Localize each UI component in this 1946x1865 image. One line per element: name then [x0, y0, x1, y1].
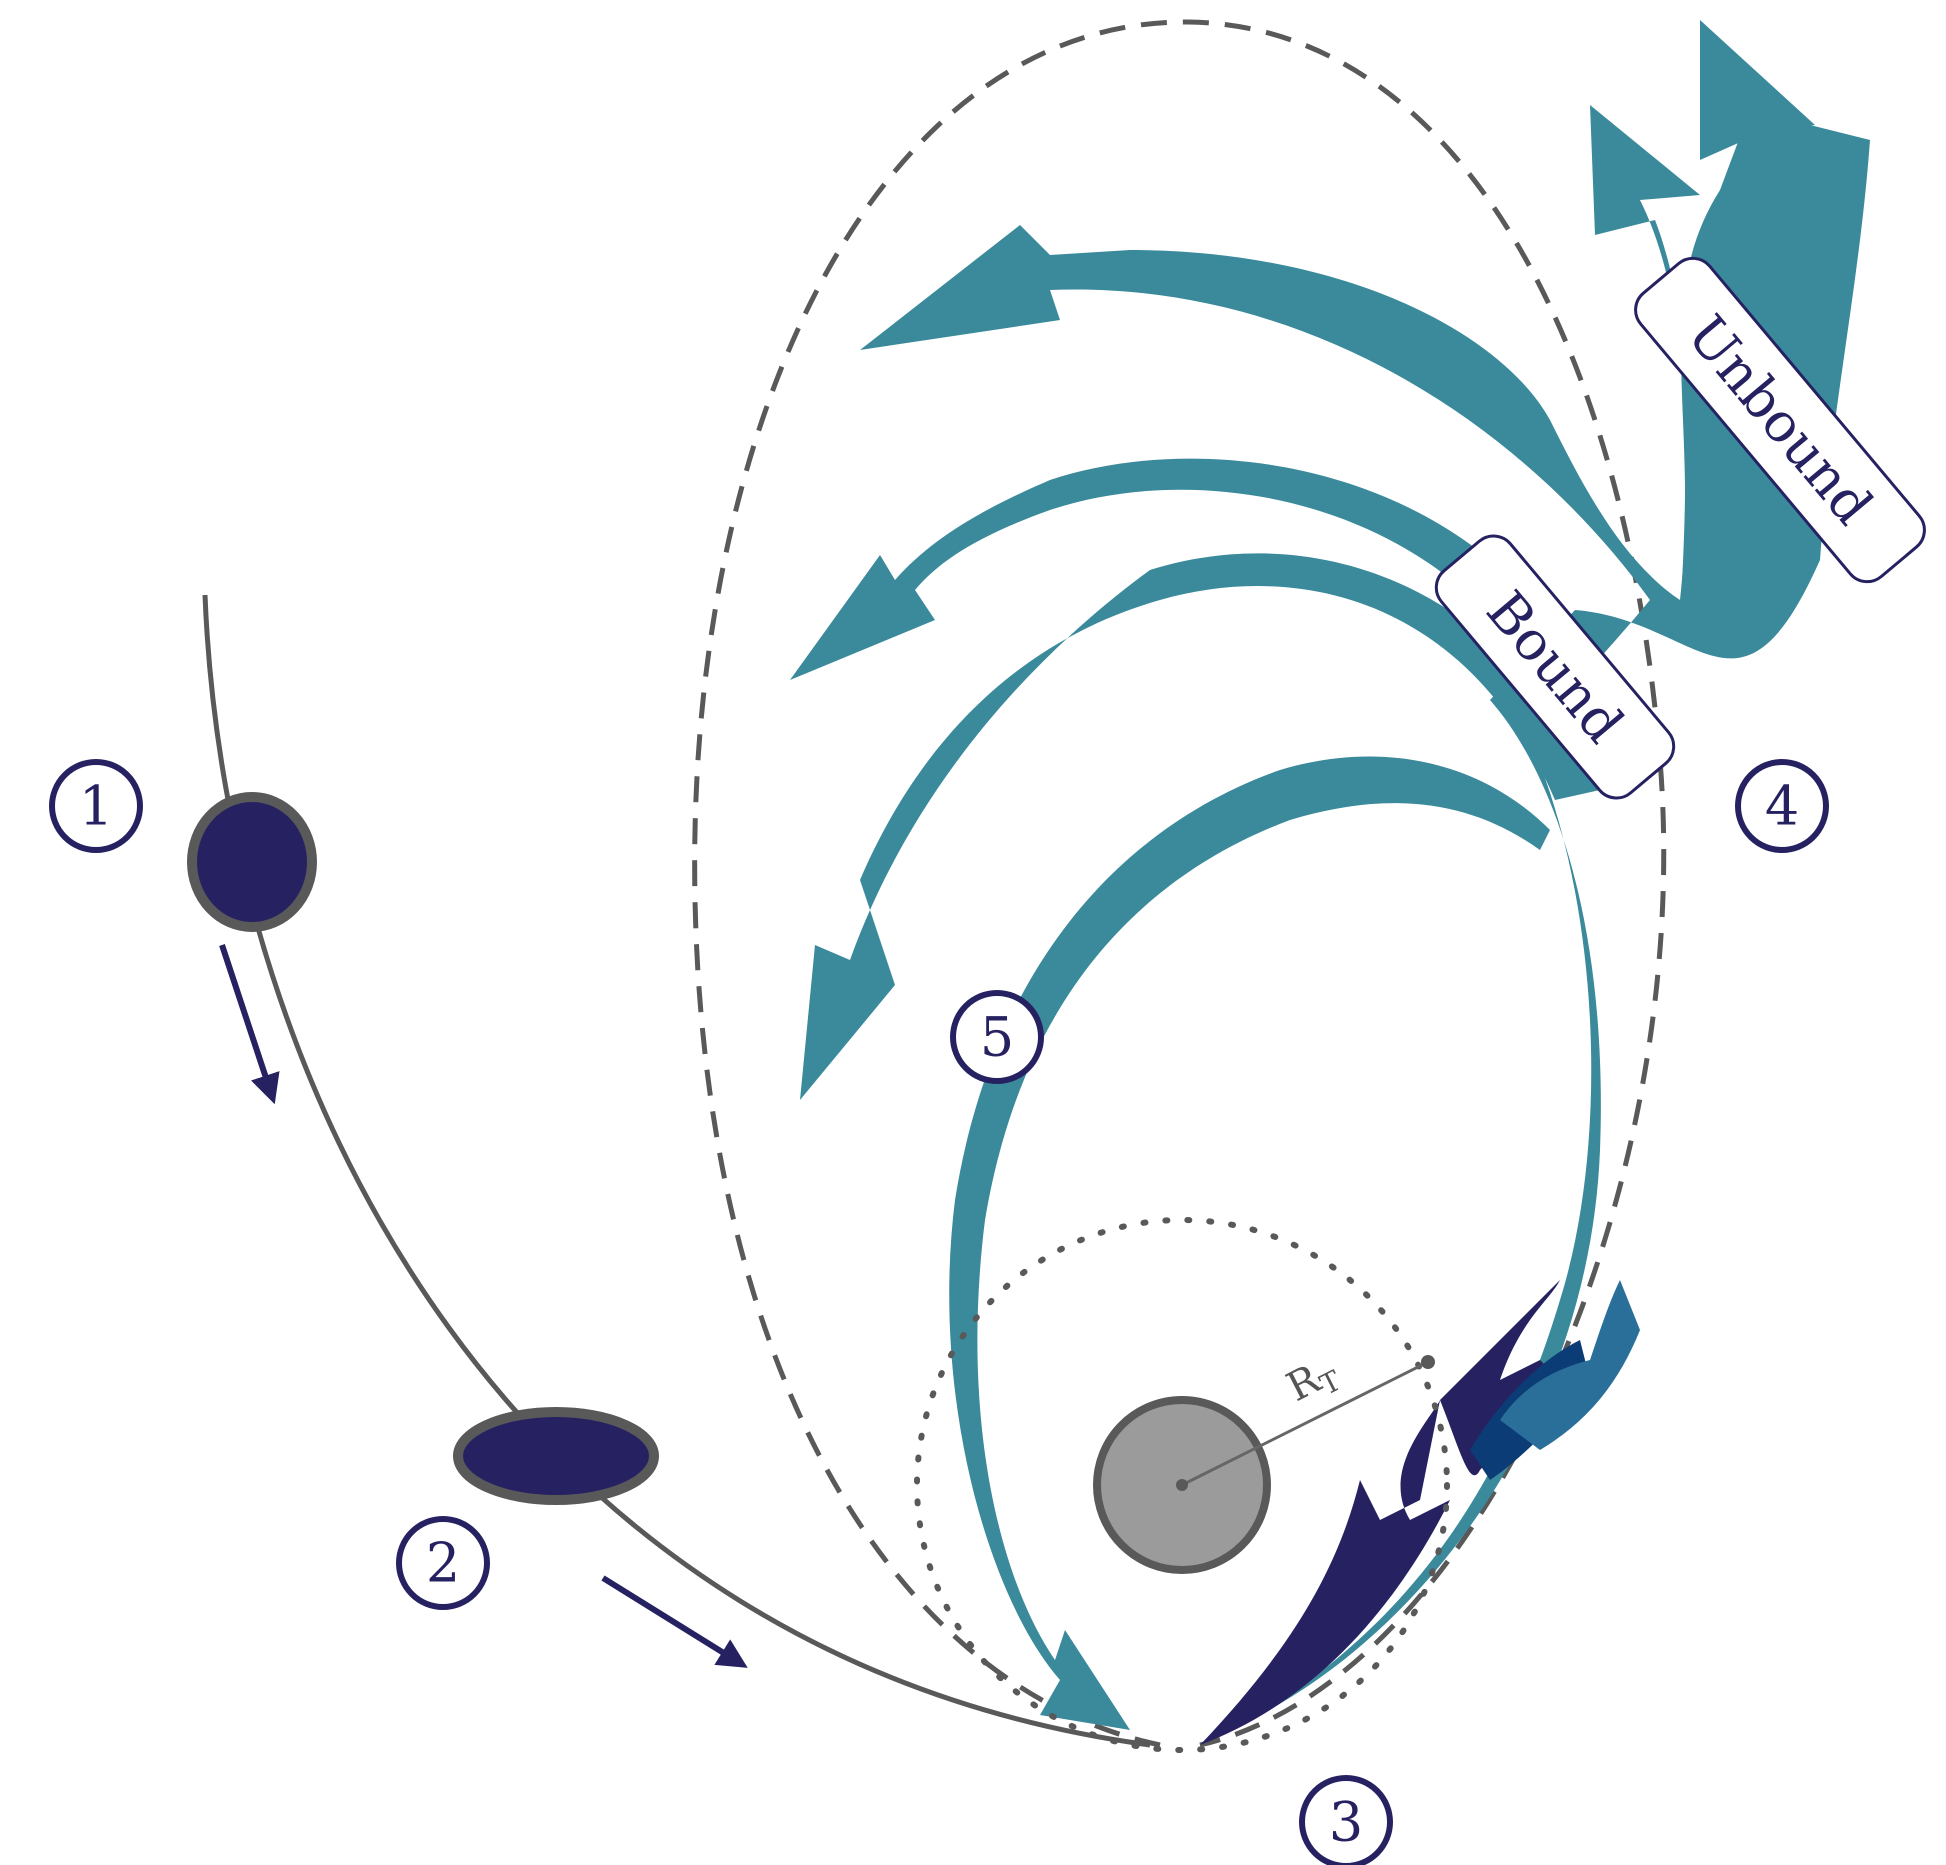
star-stage-2	[453, 1407, 659, 1505]
stage-marker-1: 1	[49, 759, 143, 853]
direction-arrow-1	[219, 944, 280, 1105]
tidal-radius-center-dot	[1176, 1479, 1188, 1491]
stage-marker-4: 4	[1735, 759, 1829, 853]
stage-marker-2: 2	[396, 1516, 490, 1610]
svg-text:5: 5	[980, 1006, 1014, 1069]
direction-arrow-2	[601, 1575, 748, 1668]
debris-fingers	[1200, 1280, 1640, 1745]
star-stage-1	[187, 792, 317, 932]
svg-text:1: 1	[79, 775, 113, 838]
stage-marker-5: 5	[950, 990, 1044, 1084]
svg-text:4: 4	[1765, 775, 1799, 838]
stage-marker-3: 3	[1299, 1775, 1393, 1865]
svg-text:3: 3	[1329, 1791, 1363, 1854]
tidal-radius-circle	[914, 1217, 1450, 1753]
tidal-radius-line	[1181, 1360, 1429, 1487]
tidal-radius-label: RT	[1280, 1348, 1347, 1416]
tidal-radius-end-dot	[1421, 1355, 1435, 1369]
dashed-orbit	[692, 19, 1667, 1748]
debris-stream	[790, 20, 1870, 1730]
svg-text:2: 2	[426, 1532, 460, 1595]
